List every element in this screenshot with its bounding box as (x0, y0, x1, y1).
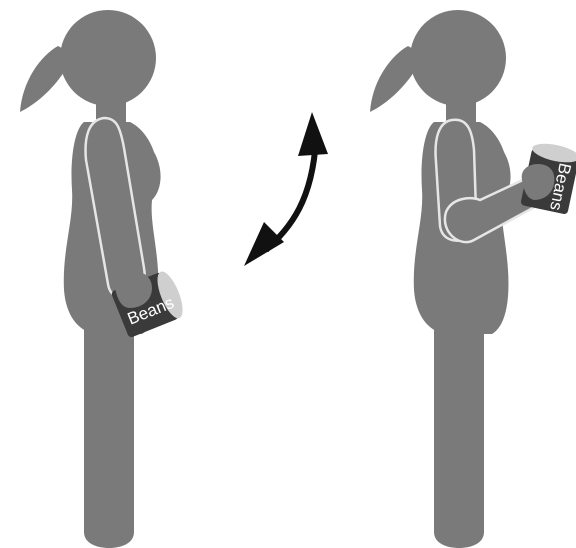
figure-arm-raised: Beans (370, 10, 576, 548)
figure-arm-down: Beans (20, 10, 188, 548)
double-headed-curved-arrow-icon (244, 112, 328, 266)
head-left (60, 10, 156, 106)
leg-left (84, 320, 134, 548)
head-right (410, 10, 506, 106)
leg-right (434, 320, 484, 548)
